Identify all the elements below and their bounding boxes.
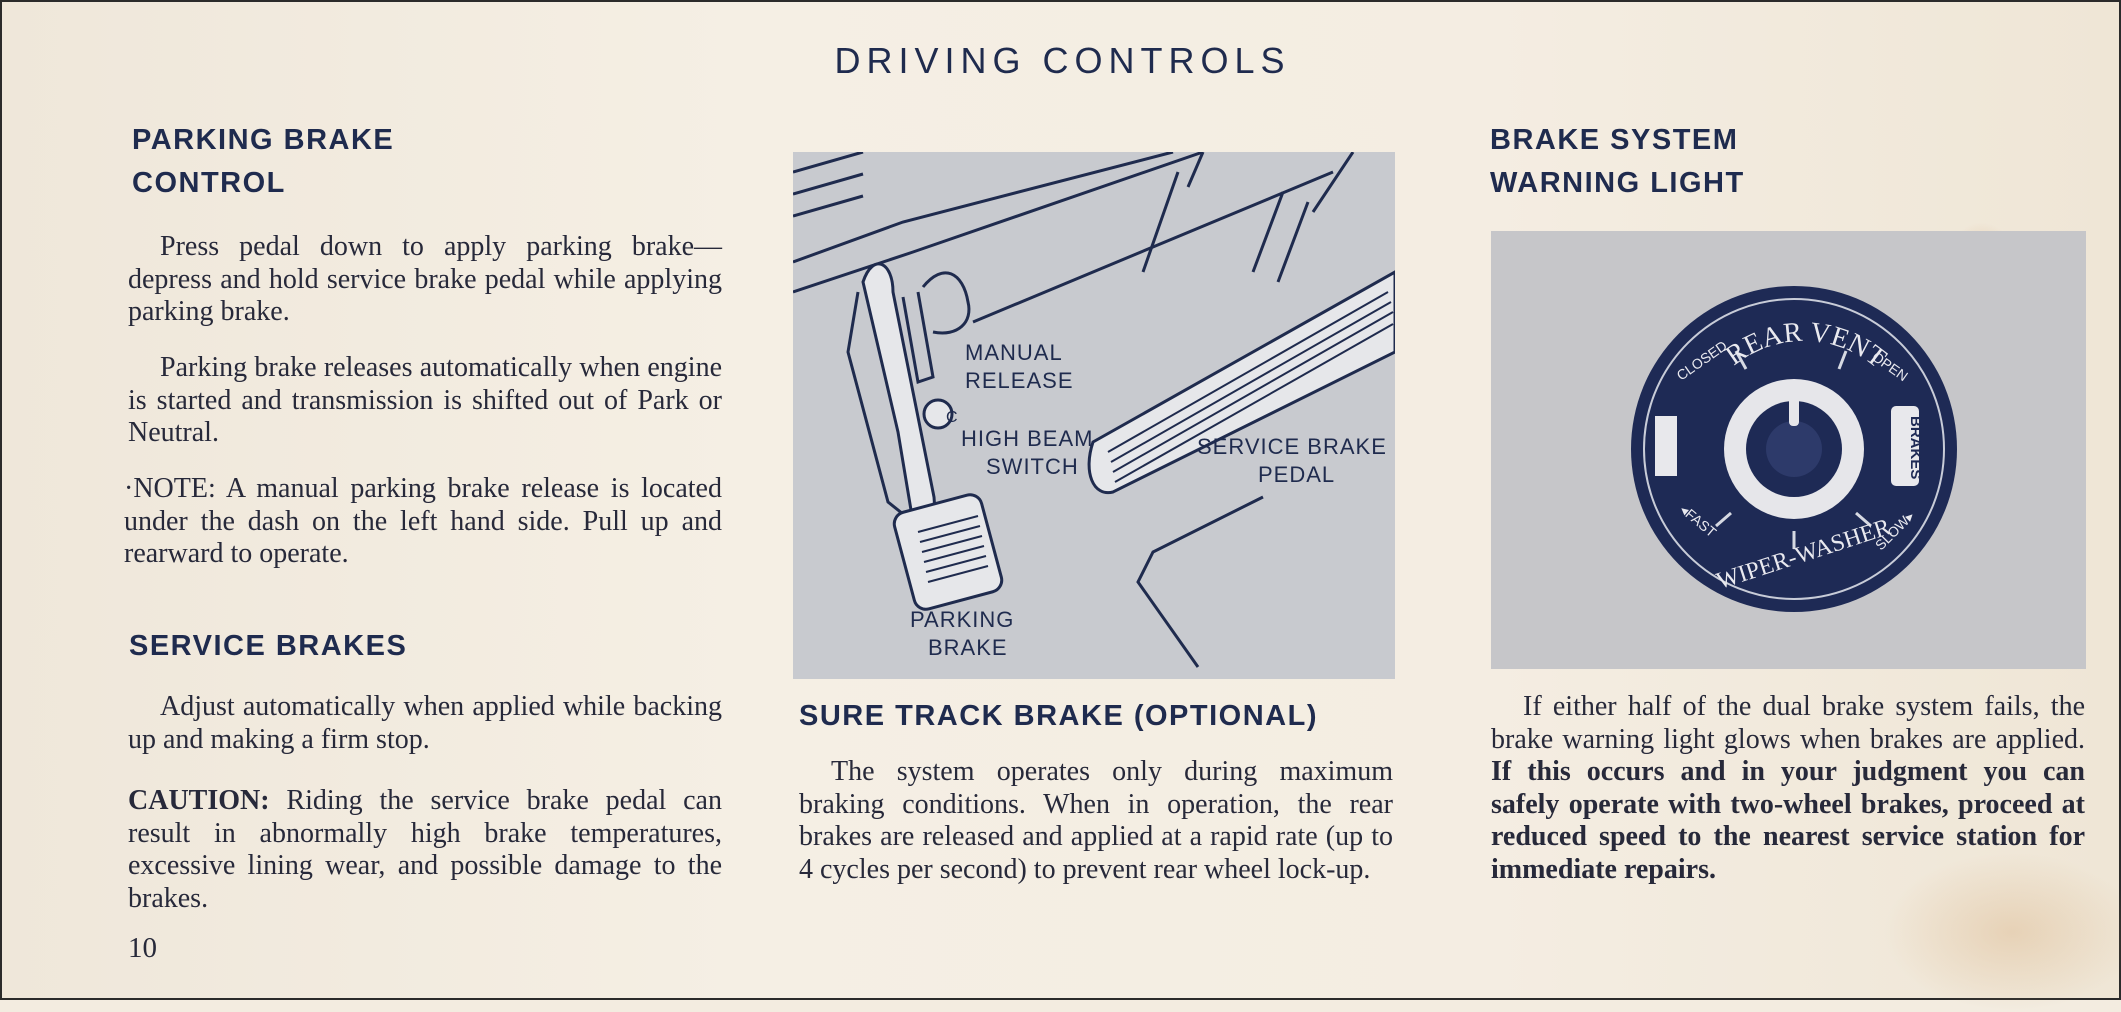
heading-line: CONTROL [132, 167, 286, 199]
parking-paragraph-1: Press pedal down to apply parking brake—… [128, 231, 722, 327]
pedal-illustration: MANUAL RELEASE C HIGH BEAM SWITCH SERVIC… [793, 152, 1395, 679]
warning-light-photo: REAR VENT CLOSED OPEN BRAKES ◂FAST SLOW▸… [1491, 231, 2086, 669]
service-brake-label: PEDAL [1258, 462, 1335, 487]
high-beam-label: SWITCH [986, 454, 1079, 479]
parking-note: ·NOTE: A manual parking brake release is… [124, 473, 722, 569]
manual-release-label: MANUAL [965, 340, 1063, 365]
caution-text: Riding the service brake pedal can resul… [128, 785, 722, 914]
parking-brake-heading: PARKING BRAKE CONTROL [132, 119, 394, 205]
warning-text-bold: If this occurs and in your judgment you … [1491, 756, 2085, 885]
warning-paragraph: If either half of the dual brake system … [1491, 691, 2085, 886]
control-knob-illustration: REAR VENT CLOSED OPEN BRAKES ◂FAST SLOW▸… [1631, 286, 1957, 612]
page-title: DRIVING CONTROLS [834, 40, 1291, 81]
service-paragraph-1: Adjust automatically when applied while … [128, 691, 722, 755]
parking-brake-label: PARKING [910, 607, 1014, 632]
sure-track-heading: SURE TRACK BRAKE (OPTIONAL) [799, 700, 1318, 732]
caution-paragraph: CAUTION: Riding the service brake pedal … [128, 785, 722, 915]
switch-letter: C [946, 409, 959, 426]
brake-warning-heading: BRAKE SYSTEM WARNING LIGHT [1490, 119, 1745, 205]
service-brakes-heading: SERVICE BRAKES [129, 630, 408, 662]
caution-label: CAUTION: [128, 785, 270, 816]
high-beam-label: HIGH BEAM [961, 426, 1093, 451]
sure-track-paragraph: The system operates only during maximum … [799, 756, 1393, 885]
paper-stain [1882, 852, 2121, 1012]
parking-brake-label: BRAKE [928, 635, 1008, 660]
pedal-diagram: MANUAL RELEASE C HIGH BEAM SWITCH SERVIC… [793, 152, 1395, 668]
heading-line: WARNING LIGHT [1490, 167, 1745, 199]
heading-line: PARKING BRAKE [132, 124, 395, 156]
manual-release-label: RELEASE [965, 368, 1074, 393]
warning-text-plain: If either half of the dual brake system … [1491, 691, 2085, 755]
service-brake-label: SERVICE BRAKE [1197, 434, 1387, 459]
parking-paragraph-2: Parking brake releases automatically whe… [128, 352, 722, 448]
page-number: 10 [128, 932, 157, 964]
knob-brakes-label: BRAKES [1907, 416, 1924, 479]
heading-line: BRAKE SYSTEM [1490, 124, 1739, 156]
